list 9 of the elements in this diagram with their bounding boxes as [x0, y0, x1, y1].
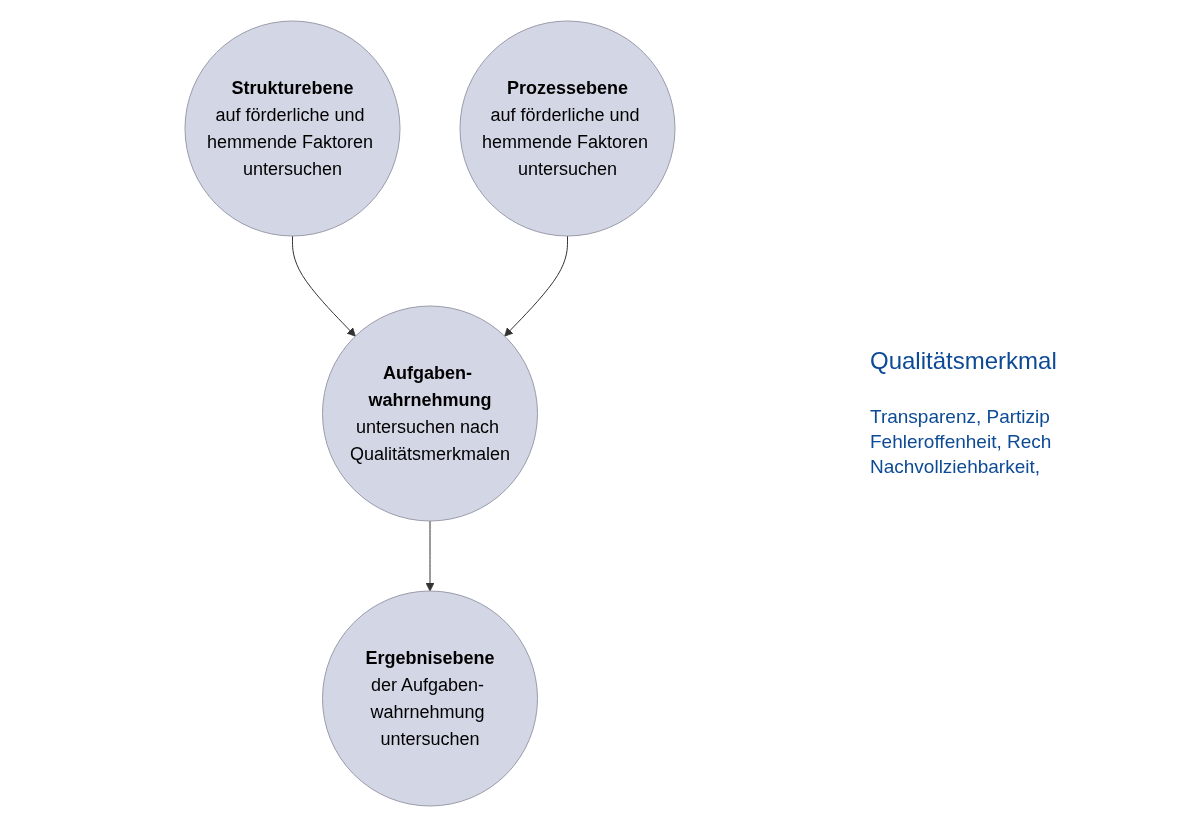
heading-text: Qualitätsmerkmal: [870, 347, 1058, 376]
node-circle: Ergebnisebene der Aufgaben- wahrnehmung untersuchen: [322, 590, 538, 807]
node-circle: Strukturebene auf förderliche und hemmende Faktoren untersuchen: [184, 20, 401, 237]
arrow: [504, 235, 568, 337]
note-text: Transparenz, Partizip Fehleroffenheit, Rech Nachvollziehbarkeit,: [870, 405, 1053, 479]
node-circle: Prozessebene auf förderliche und hemmende Faktoren untersuchen: [459, 20, 676, 237]
node-circle: Aufgaben- wahrnehmung untersuchen nach Qualitätsmerkmalen: [322, 305, 538, 522]
arrow: [425, 520, 435, 592]
arrow: [292, 235, 356, 337]
